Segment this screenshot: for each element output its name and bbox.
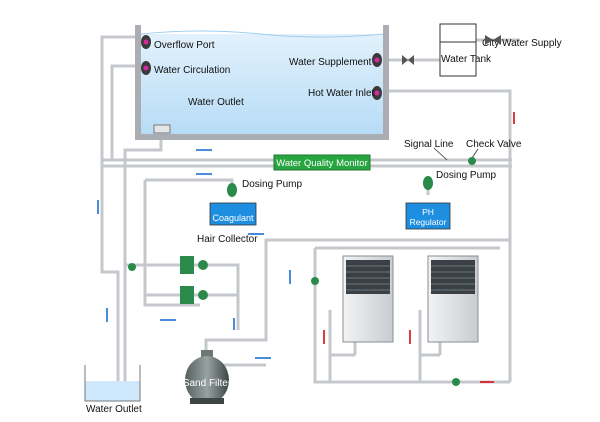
wall-port-icon: [141, 61, 151, 75]
pump-icon: [227, 183, 237, 197]
flow-arrow-icon: [97, 149, 291, 359]
check-valve-icon: [468, 157, 476, 165]
check-valve-label: Check Valve: [466, 139, 522, 150]
valve-icon: [128, 263, 136, 271]
heat-pump-unit-1: [342, 255, 394, 343]
water-tank: [439, 23, 477, 77]
wall-port-icon: [372, 86, 382, 100]
water-circulation-label: Water Circulation: [154, 65, 230, 76]
dosing-pump-left-label: Dosing Pump: [242, 179, 302, 190]
hot-water-arrow-icon: [323, 112, 515, 383]
wall-port-icon: [372, 53, 382, 67]
ph-regulator-label-line2: Regulator: [410, 217, 447, 227]
hot-water-inlet-label: Hot Water Inlet: [308, 88, 375, 99]
valve-icon: [485, 35, 501, 45]
overflow-port-label: Overflow Port: [154, 40, 215, 51]
ph-regulator-label-line1: PH: [422, 207, 434, 217]
water-outlet-bottom-label: Water Outlet: [86, 404, 142, 415]
water-outlet-tank: [84, 365, 141, 402]
dosing-pump-right-label: Dosing Pump: [436, 170, 496, 181]
signal-line-pointer: [433, 147, 448, 161]
wall-port-icon: [141, 35, 151, 49]
check-valve-pointer: [471, 148, 479, 159]
valve-icon: [402, 55, 414, 65]
valve-icon: [311, 277, 319, 285]
heat-pump-unit-2: [427, 255, 479, 343]
coagulant-tank: [209, 202, 257, 226]
water-outlet-pool-label: Water Outlet: [188, 97, 244, 108]
pool: [135, 25, 389, 140]
signal-line-label: Signal Line: [404, 139, 454, 150]
water-quality-monitor: [273, 154, 371, 171]
valve-icon: [452, 378, 460, 386]
hair-collector-label: Hair Collector: [197, 234, 258, 245]
pump-icon: [423, 176, 433, 190]
water-supplement-label: Water Supplement: [289, 57, 372, 68]
water-tank-label: Water Tank: [441, 54, 492, 65]
city-water-supply-label: City Water Supply: [482, 38, 562, 49]
hair-collector-top: [180, 256, 208, 274]
sand-filter: [185, 350, 229, 404]
outlet-grate-icon: [153, 124, 171, 134]
hair-collector-bottom: [180, 286, 208, 304]
ph-regulator-tank: [405, 202, 451, 230]
sand-filter-label: Sand Filter: [183, 378, 232, 389]
coagulant-label: Coagulant: [212, 213, 254, 223]
water-quality-monitor-label: Water Quality Monitor: [276, 158, 368, 169]
